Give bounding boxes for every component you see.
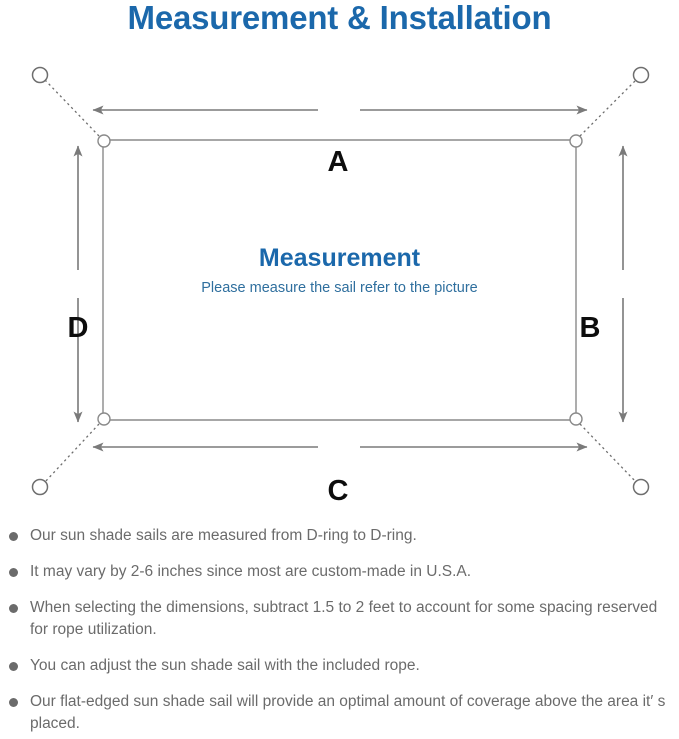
- notes-list: Our sun shade sails are measured from D-…: [0, 525, 679, 735]
- anchor-line-bottom-right: [579, 423, 637, 483]
- note-text: Our flat-edged sun shade sail will provi…: [30, 693, 666, 732]
- bullet-icon: [9, 698, 18, 707]
- anchor-point-top-right: [632, 66, 650, 84]
- bullet-icon: [9, 604, 18, 613]
- d-ring-top-right: [569, 134, 583, 148]
- list-item: You can adjust the sun shade sail with t…: [0, 655, 679, 677]
- measurement-diagram: Measurement Please measure the sail refe…: [0, 52, 679, 512]
- note-text: When selecting the dimensions, subtract …: [30, 599, 658, 638]
- anchor-point-bottom-right: [632, 478, 650, 496]
- anchor-line-top-right: [579, 79, 637, 137]
- list-item: When selecting the dimensions, subtract …: [0, 597, 679, 641]
- d-ring-bottom-right: [569, 412, 583, 426]
- bullet-icon: [9, 568, 18, 577]
- list-item: It may vary by 2-6 inches since most are…: [0, 561, 679, 583]
- d-ring-bottom-left: [97, 412, 111, 426]
- bullet-icon: [9, 662, 18, 671]
- sail-body: [102, 139, 577, 421]
- anchor-line-top-left: [44, 79, 100, 137]
- note-text: You can adjust the sun shade sail with t…: [30, 657, 420, 674]
- note-text: Our sun shade sails are measured from D-…: [30, 527, 417, 544]
- anchor-point-top-left: [31, 66, 49, 84]
- d-ring-top-left: [97, 134, 111, 148]
- page-title: Measurement & Installation: [127, 0, 552, 36]
- anchor-point-bottom-left: [31, 478, 49, 496]
- list-item: Our flat-edged sun shade sail will provi…: [0, 691, 679, 735]
- list-item: Our sun shade sails are measured from D-…: [0, 525, 679, 547]
- note-text: It may vary by 2-6 inches since most are…: [30, 563, 472, 580]
- sail-diagram-svg: [31, 66, 650, 496]
- anchor-line-bottom-left: [44, 423, 100, 483]
- bullet-icon: [9, 532, 18, 541]
